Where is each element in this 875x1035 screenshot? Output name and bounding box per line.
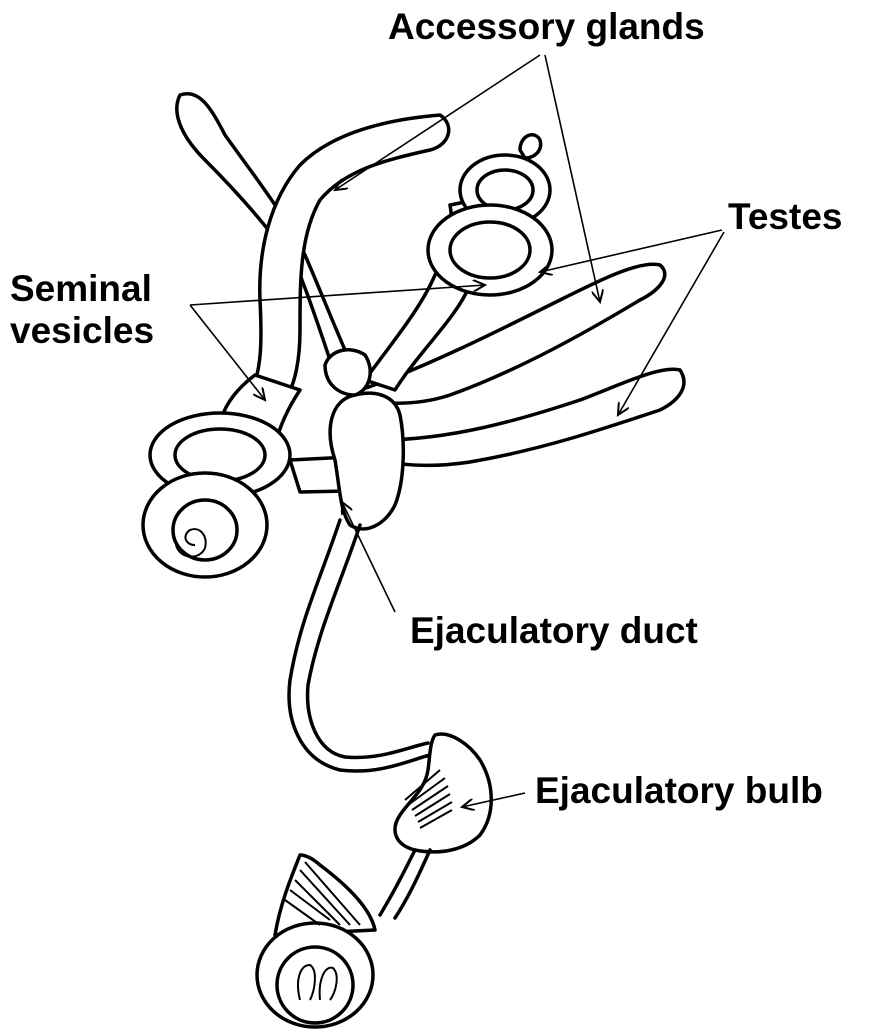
label-accessory-glands: Accessory glands [388,6,705,48]
label-seminal-vesicles-line1: Seminal [10,268,154,310]
arrow-seminal-left [190,305,265,400]
label-ejaculatory-bulb: Ejaculatory bulb [535,770,823,812]
testis-coil-large-inner [450,222,530,278]
testis-tip-loop [520,135,541,158]
label-seminal-vesicles: Seminal vesicles [10,268,154,352]
label-testes: Testes [728,196,843,238]
ejaculatory-duct-bulge [330,393,403,529]
label-ejaculatory-duct: Ejaculatory duct [410,610,698,652]
label-seminal-vesicles-line2: vesicles [10,310,154,352]
lower-duct-inner [395,850,430,918]
long-ejaculatory-duct [289,520,430,771]
duct-top-knob [325,350,370,395]
lower-testis-coil-lower-inner [173,500,237,560]
arrow-testes-upper [540,230,722,272]
lower-duct [380,850,415,915]
ejaculatory-bulb-shape [395,734,491,852]
